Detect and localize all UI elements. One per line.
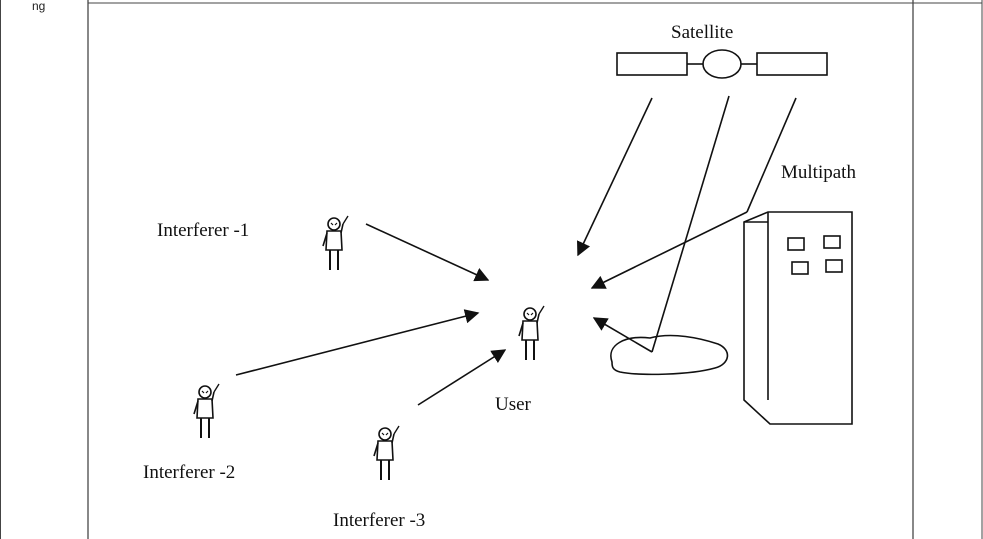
reflecting-surface-icon xyxy=(610,334,729,376)
direct-signal-arrow xyxy=(577,97,653,257)
multipath-ground-arrow xyxy=(592,317,653,353)
user-label: User xyxy=(495,394,532,415)
interferer-1-label: Interferer -1 xyxy=(157,220,249,241)
multipath-building-arrow xyxy=(590,211,748,289)
top-cut-text: ng xyxy=(32,0,45,13)
satellite-icon xyxy=(616,49,828,79)
interferer-2-label: Interferer -2 xyxy=(143,462,235,483)
satellite-label: Satellite xyxy=(671,22,733,43)
interferer-1-arrow xyxy=(365,223,490,282)
user-person-icon xyxy=(518,305,545,361)
interferer-3-arrow xyxy=(417,349,507,406)
interferer-3-label: Interferer -3 xyxy=(333,510,425,531)
interferer-2-arrow xyxy=(235,309,480,376)
multipath-label: Multipath xyxy=(781,162,856,183)
building-reflection-ray xyxy=(746,97,797,213)
interferer-2-person-icon xyxy=(193,383,220,439)
building-icon xyxy=(743,211,853,425)
interferer-3-person-icon xyxy=(373,425,400,481)
interferer-1-person-icon xyxy=(322,215,349,271)
ground-reflection-ray xyxy=(651,95,730,353)
